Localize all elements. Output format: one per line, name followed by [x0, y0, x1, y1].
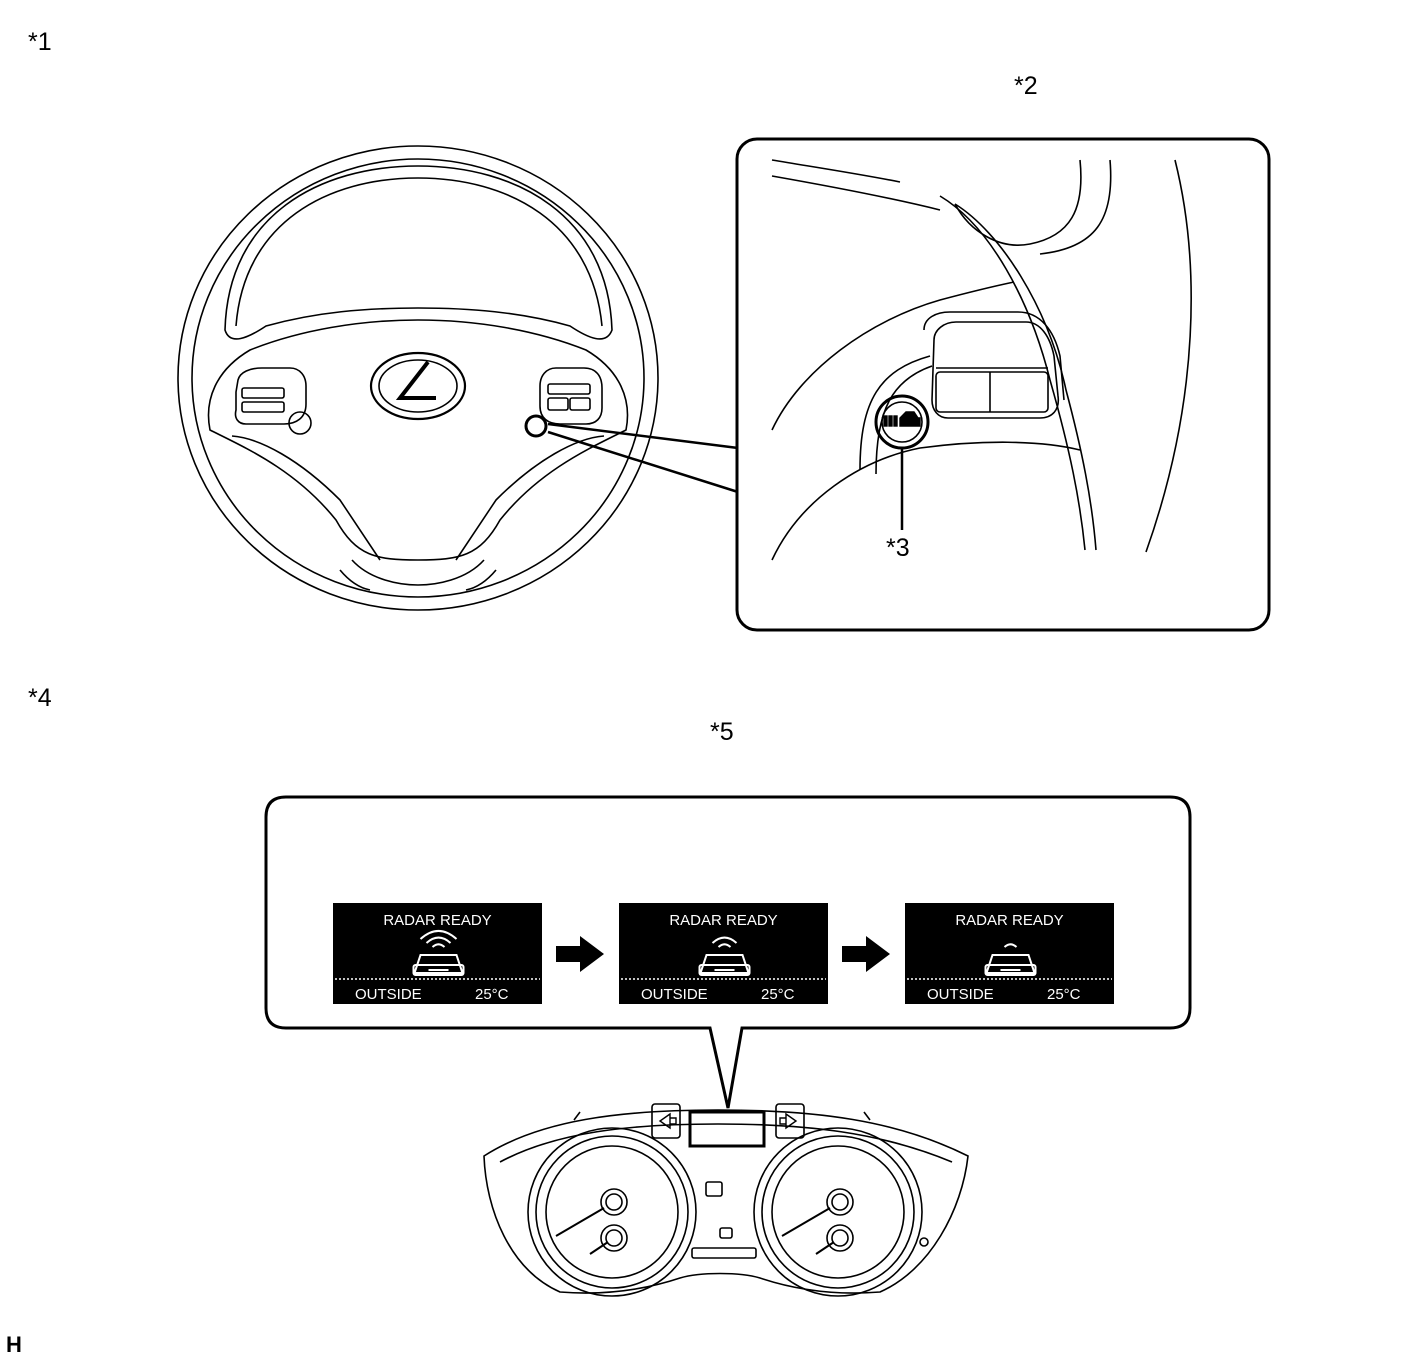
outside-label: OUTSIDE: [927, 986, 994, 1003]
outside-temperature: 25°C: [1047, 986, 1081, 1003]
screen-2: RADAR READY OUTSIDE 25°C: [619, 903, 828, 1004]
radar-wave-icon: [419, 929, 458, 940]
callout-4: *4: [28, 684, 52, 712]
outside-temperature: 25°C: [475, 986, 509, 1003]
screen-background: [905, 903, 1114, 1004]
switch-inset: [735, 137, 1271, 632]
radar-wave-icon: [431, 943, 446, 948]
radar-wave-icon: [425, 936, 452, 944]
outside-temperature: 25°C: [761, 986, 795, 1003]
callout-3: *3: [886, 534, 910, 562]
radar-wave-icon: [711, 936, 738, 944]
outside-label: OUTSIDE: [355, 986, 422, 1003]
callout-2: *2: [1014, 72, 1038, 100]
radar-wave-icon: [1003, 943, 1018, 948]
callout-1: *1: [28, 28, 52, 56]
steering-wheel: [177, 145, 659, 611]
vehicle-icon: [698, 954, 751, 976]
outside-label: OUTSIDE: [641, 986, 708, 1003]
screen-1: RADAR READY OUTSIDE 25°C: [333, 903, 542, 1004]
screen-3: RADAR READY OUTSIDE 25°C: [905, 903, 1114, 1004]
screen-title: RADAR READY: [669, 912, 777, 929]
screen-title: RADAR READY: [955, 912, 1063, 929]
arrow-right-icon: [556, 936, 604, 972]
arrow-right-icon: [842, 936, 890, 972]
footer-code: H: [6, 1332, 22, 1357]
screen-background: [619, 903, 828, 1004]
screen-background: [333, 903, 542, 1004]
vehicle-icon: [984, 954, 1037, 976]
vehicle-icon: [412, 954, 465, 976]
distance-switch-icon: [883, 411, 921, 427]
combination-meter: [483, 1103, 969, 1297]
multi-info-screens: RADAR READY OUTSIDE 25°C RADAR READY OUTSIDE…: [333, 903, 1114, 1004]
screen-title: RADAR READY: [383, 912, 491, 929]
radar-wave-icon: [717, 943, 732, 948]
callout-5: *5: [710, 718, 734, 746]
